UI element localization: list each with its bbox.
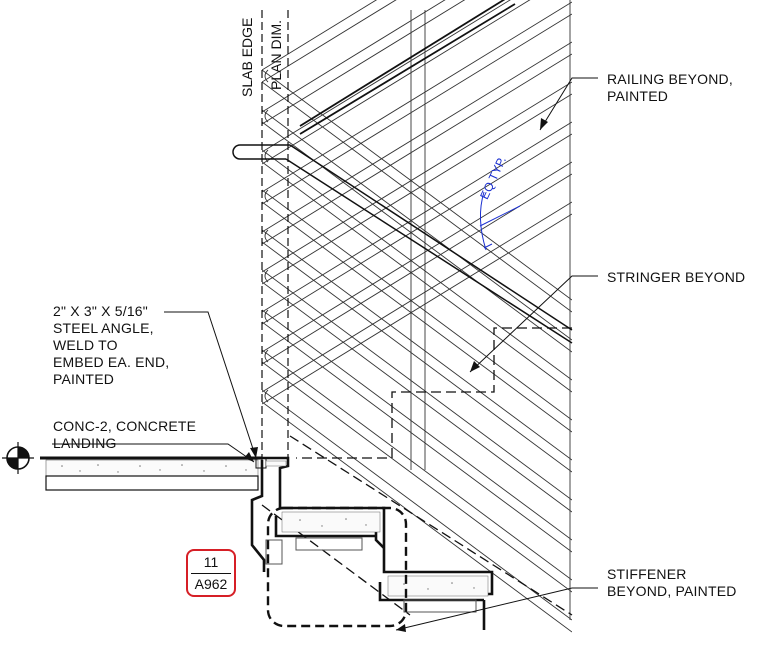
handrail — [232, 144, 573, 344]
detail-sheet: A962 — [194, 576, 228, 592]
rail-end-returns — [264, 69, 269, 403]
detail-reference-tag[interactable]: 11 A962 — [186, 549, 236, 597]
descending-rails — [262, 69, 572, 633]
tread-fills — [265, 460, 489, 597]
concrete-landing-label: CONC-2, CONCRETE LANDING — [53, 418, 197, 451]
top-rail — [299, 0, 516, 135]
railing-beyond-label: RAILING BEYOND, PAINTED — [607, 71, 733, 104]
leader-arrowheads — [244, 118, 548, 632]
leader-lines — [52, 77, 598, 631]
reference-lines — [261, 10, 289, 460]
plan-dim-label: PLAN DIM. — [268, 19, 284, 90]
concrete-landing — [40, 456, 262, 491]
stiffener-beyond-label: STIFFENER BEYOND, PAINTED — [607, 566, 737, 599]
railing-rails — [262, 0, 572, 405]
railing-posts — [410, 0, 571, 620]
steel-angle-label: 2" X 3" X 5/16" STEEL ANGLE, WELD TO EMB… — [53, 303, 170, 387]
section-marker-icon — [2, 442, 34, 474]
stringer-beyond-label: STRINGER BEYOND — [607, 269, 746, 285]
detail-callout-box — [266, 506, 408, 628]
slab-edge-label: SLAB EDGE — [239, 17, 255, 97]
eq-dimension — [479, 191, 521, 251]
detail-tag-divider — [191, 573, 231, 574]
detail-number: 11 — [203, 554, 219, 570]
